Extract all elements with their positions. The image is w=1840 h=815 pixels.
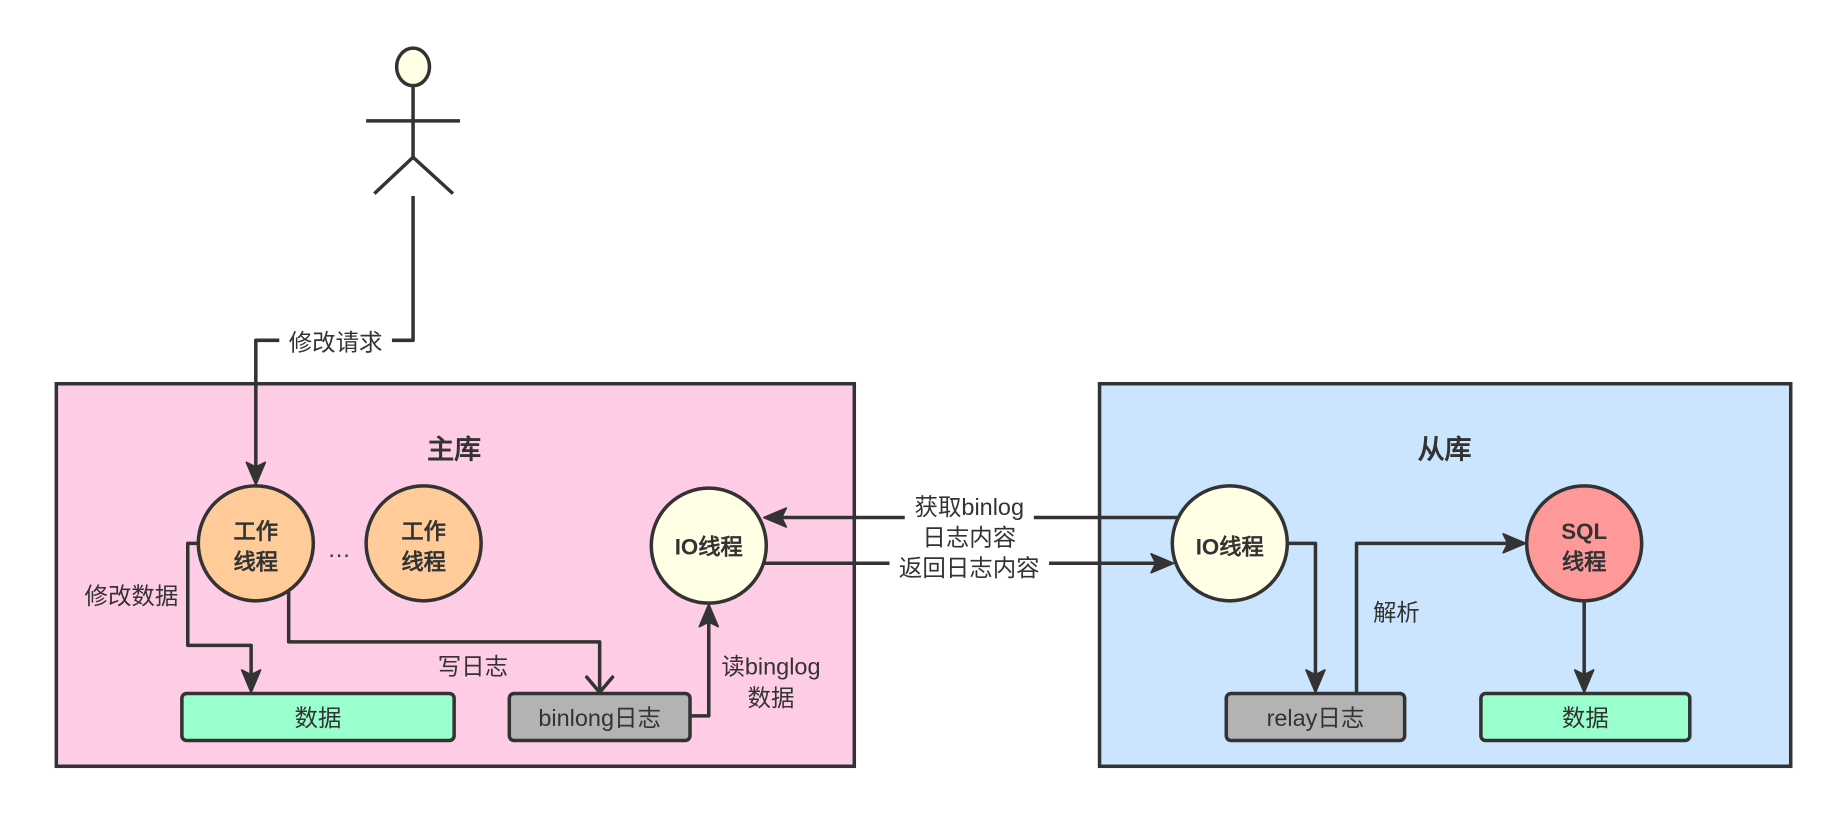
box-shape <box>507 691 692 743</box>
edge-parse: 解析 <box>1354 533 1527 694</box>
slave-relay-box: relay日志 <box>1224 691 1407 743</box>
edge-label-modify-data: 修改数据 <box>85 583 179 609</box>
edge-label-modify-request: 修改请求 <box>289 330 383 356</box>
edge-label-write-log: 写日志 <box>438 654 508 680</box>
edge-write-log: 写日志 <box>286 590 615 695</box>
box-shape <box>180 691 456 743</box>
slave-data-box: 数据 <box>1479 691 1692 743</box>
edge-line <box>1354 541 1508 694</box>
actor-left-leg <box>373 155 415 195</box>
slave-title: 从库 <box>1418 434 1472 464</box>
edge-label-return-log: 返回日志内容 <box>899 555 1040 581</box>
thread-label-line1: SQL <box>1561 519 1607 544</box>
edge-modify-request: 修改请求 <box>245 195 415 486</box>
edge-modify-data: 修改数据 <box>85 541 262 694</box>
edge-line <box>286 590 602 692</box>
thread-circle <box>196 484 316 603</box>
edge-label-parse: 解析 <box>1373 600 1420 626</box>
master-data-box: 数据 <box>180 691 456 743</box>
thread-label-line2: 线程 <box>234 549 279 575</box>
arrowhead <box>1150 553 1175 574</box>
edge-label-fetch-binlog-line2: 日志内容 <box>922 524 1016 550</box>
arrowhead <box>1502 533 1527 554</box>
edge-line <box>1287 541 1318 675</box>
edge-read-binlog: 读binglog 数据 <box>690 603 821 718</box>
arrowhead <box>240 669 262 694</box>
edge-line <box>690 621 711 718</box>
edge-return-log: 返回日志内容 <box>763 552 1175 584</box>
edge-label-background <box>279 327 392 358</box>
ellipsis: … <box>327 536 350 562</box>
thread-circle <box>364 484 483 603</box>
box-shape <box>1224 691 1407 743</box>
arrowhead <box>698 603 720 628</box>
edge-label-background <box>904 491 1034 553</box>
actor-right-leg <box>411 155 455 195</box>
edge-label-fetch-binlog-line1: 获取binlog <box>915 494 1025 520</box>
thread-label-line2: 线程 <box>401 549 446 575</box>
master-io-thread: IO线程 <box>649 486 769 605</box>
box-label: binlong日志 <box>538 705 661 731</box>
thread-label-line2: 线程 <box>1562 549 1607 575</box>
box-label: relay日志 <box>1267 705 1365 731</box>
edge-fetch-binlog: 获取binlog 日志内容 <box>763 491 1179 553</box>
edge-line <box>185 541 253 675</box>
thread-label-line1: 工作 <box>401 519 446 544</box>
master-title: 主库 <box>427 434 481 464</box>
actor-head <box>394 46 432 88</box>
thread-circle <box>1170 484 1290 603</box>
box-shape <box>1479 691 1692 743</box>
slave-io-thread: IO线程 <box>1170 484 1290 603</box>
thread-circle <box>649 486 769 605</box>
arrowhead <box>245 461 267 486</box>
arrowhead <box>1305 669 1326 694</box>
box-label: 数据 <box>1562 705 1609 731</box>
thread-label: IO线程 <box>1196 533 1264 559</box>
thread-label: IO线程 <box>675 533 743 559</box>
master-binlog-box: binlong日志 <box>507 691 692 743</box>
edge-label-background <box>889 552 1050 584</box>
edge-label-read-binlog-line2: 数据 <box>748 685 795 711</box>
master-worker-thread-1: 工作 线程 <box>196 484 316 603</box>
box-label: 数据 <box>295 705 342 731</box>
slave-sql-thread: SQL 线程 <box>1524 484 1644 603</box>
edge-label-read-binlog-line1: 读binglog <box>721 654 820 680</box>
arrowhead <box>1573 669 1595 694</box>
edge-write-relay <box>1287 541 1326 694</box>
thread-label-line1: 工作 <box>234 519 279 544</box>
edge-apply-data <box>1573 600 1595 694</box>
thread-circle <box>1524 484 1644 603</box>
master-worker-thread-2: 工作 线程 <box>364 484 483 603</box>
arrowhead <box>763 507 788 528</box>
actor-figure <box>366 46 461 195</box>
